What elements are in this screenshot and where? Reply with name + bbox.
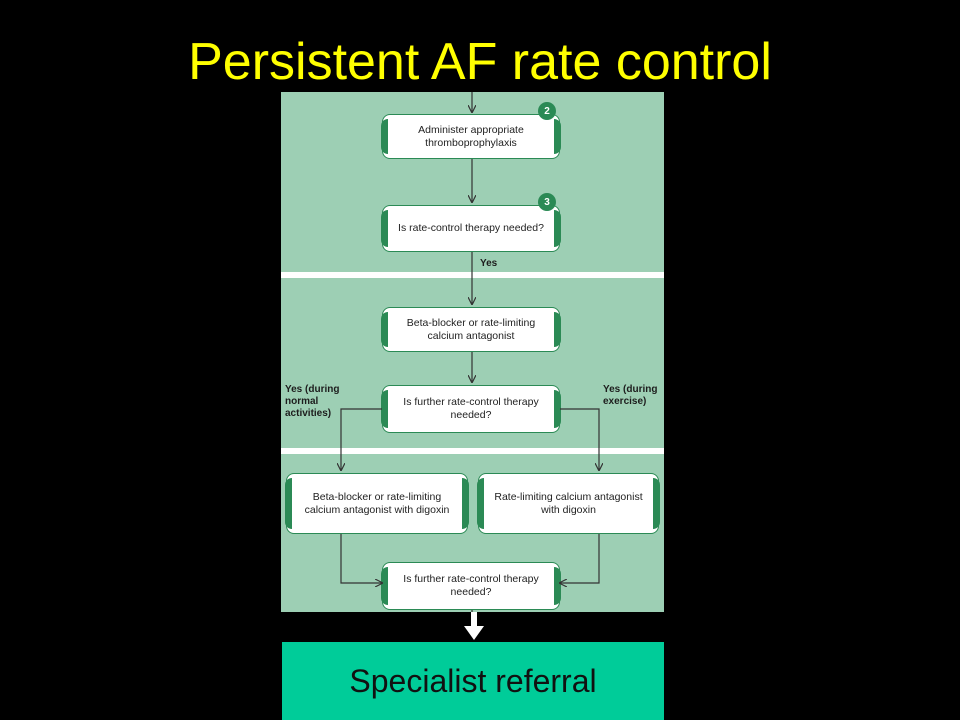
step-beta-blocker: Beta-blocker or rate-limiting calcium an… [381,307,561,352]
connector-step4-right [560,408,599,470]
connector-right-step7 [560,534,600,583]
step-text: Is further rate-control therapy needed? [403,396,539,421]
step-text: Rate-limiting calcium antagonist with di… [494,490,643,516]
step-text: Is further rate-control therapy needed? [403,573,539,598]
step-text: Is rate-control therapy needed? [398,222,544,234]
referral-label: Specialist referral [349,662,597,699]
specialist-referral-box: Specialist referral [282,642,664,720]
step-text: Administer appropriate thromboprophylaxi… [418,123,524,149]
label-yes-normal-activities: Yes (during normal activities) [285,384,340,419]
step-number-badge: 2 [538,102,556,120]
flowchart-panel: Administer appropriate thromboprophylaxi… [281,92,664,612]
step-text: Beta-blocker or rate-limiting calcium an… [304,490,450,516]
step-calcium-antagonist-digoxin: Rate-limiting calcium antagonist with di… [477,473,660,534]
flowchart-connectors [281,92,664,612]
step-beta-blocker-digoxin: Beta-blocker or rate-limiting calcium an… [285,473,469,534]
label-yes: Yes [480,258,498,269]
step-number-badge: 3 [538,193,556,211]
decision-rate-control-needed: Is rate-control therapy needed? [381,205,561,252]
arrow-down-icon [464,612,484,640]
slide-title: Persistent AF rate control [188,33,772,91]
label-yes-exercise: Yes (during exercise) [603,384,658,407]
connector-step4-left [341,408,382,470]
section-divider [281,448,664,454]
connector-left-step7 [340,534,382,583]
step-thromboprophylaxis: Administer appropriate thromboprophylaxi… [381,114,561,159]
step-text: Beta-blocker or rate-limiting calcium an… [406,316,536,342]
decision-further-rate-control: Is further rate-control therapy needed? [381,385,561,433]
